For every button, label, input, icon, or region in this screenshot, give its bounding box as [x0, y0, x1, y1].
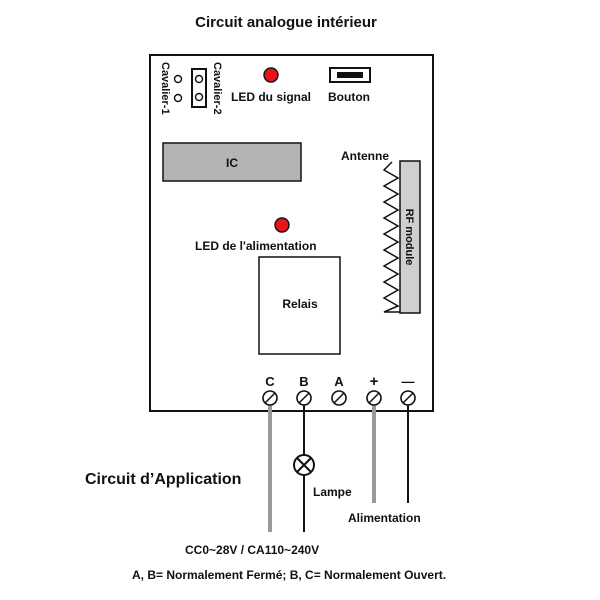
- terminal-label-minus: —: [402, 374, 415, 389]
- button-label: Bouton: [328, 90, 370, 104]
- antenna-coil: [382, 161, 400, 313]
- antenna-label: Antenne: [341, 149, 389, 163]
- ic-label: IC: [226, 156, 238, 170]
- terminal-label-a: A: [334, 374, 344, 389]
- diagram-title: Circuit analogue intérieur: [195, 14, 377, 31]
- voltage-label: CC0~28V / CA110~240V: [185, 543, 319, 557]
- rf-module: [399, 160, 421, 314]
- relay-label: Relais: [282, 297, 318, 311]
- relay: [258, 256, 341, 355]
- signal-led: [263, 67, 279, 83]
- signal-led-label: LED du signal: [231, 90, 311, 104]
- board-outline: [149, 54, 434, 412]
- jumper-1: [173, 74, 183, 103]
- terminal-screw-b: [296, 390, 312, 406]
- rf-module-label: RF module: [403, 209, 415, 266]
- jumper-2: [191, 68, 207, 108]
- terminal-label-plus: +: [370, 373, 379, 390]
- lamp-symbol: [293, 454, 315, 476]
- jumper-2-label: Cavalier-2: [211, 62, 223, 115]
- terminal-screw-minus: [400, 390, 416, 406]
- power-led-label: LED de l'alimentation: [195, 239, 317, 253]
- terminal-screw-plus: [366, 390, 382, 406]
- contact-note: A, B= Normalement Fermé; B, C= Normaleme…: [132, 568, 446, 582]
- power-led: [274, 217, 290, 233]
- ic-chip: [162, 142, 302, 182]
- application-title: Circuit d’Application: [85, 471, 241, 488]
- terminal-screw-a: [331, 390, 347, 406]
- jumper-1-label: Cavalier-1: [159, 62, 171, 115]
- lamp-label: Lampe: [313, 485, 352, 499]
- terminal-screw-c: [262, 390, 278, 406]
- power-supply-label: Alimentation: [348, 511, 421, 525]
- terminal-label-c: C: [265, 374, 275, 389]
- button-switch: [329, 67, 371, 83]
- terminal-label-b: B: [299, 374, 308, 389]
